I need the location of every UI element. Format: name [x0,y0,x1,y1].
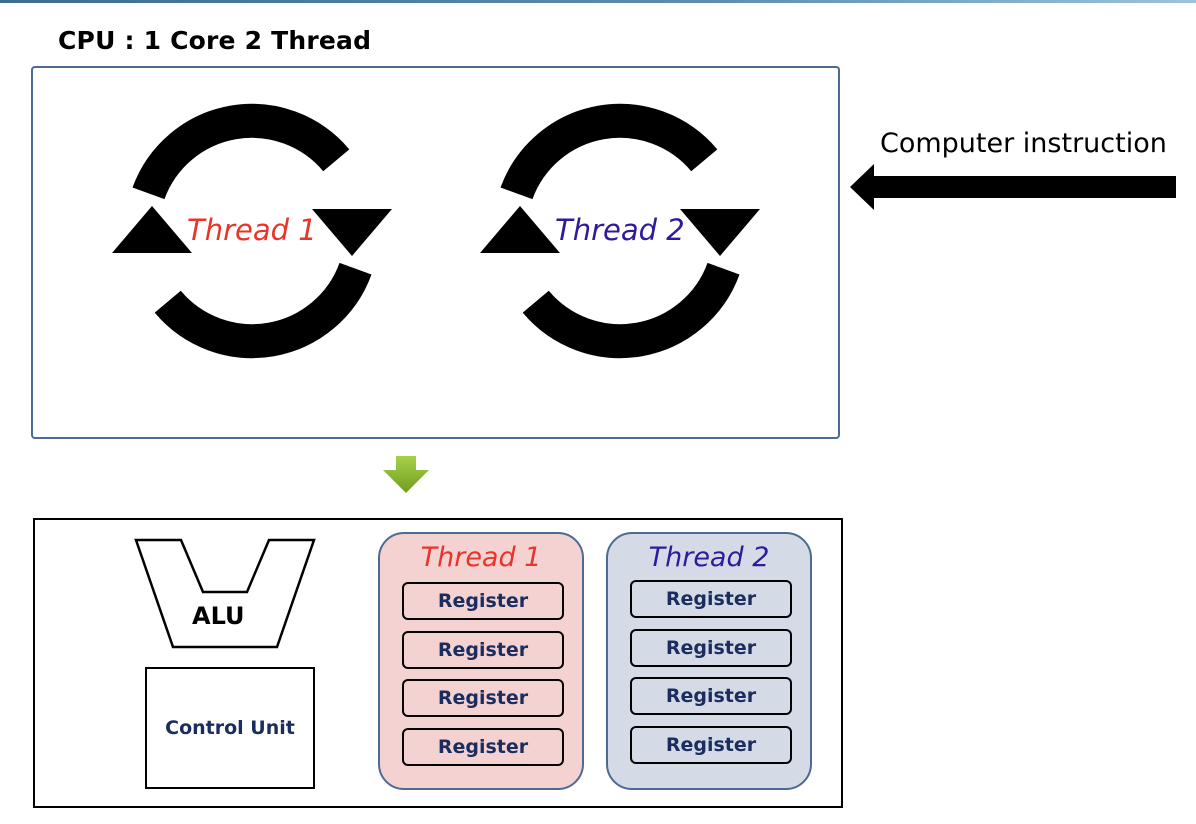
register-box: Register [402,679,564,717]
top-rule [0,0,1196,3]
register-box: Register [402,631,564,669]
instruction-label: Computer instruction [880,128,1167,159]
cycle-arrows-icon [112,103,392,359]
thread-2-label: Thread 2 [555,213,685,247]
diagram-title: CPU : 1 Core 2 Thread [58,26,372,55]
register-box: Register [402,582,564,620]
thread-1-register-panel: Thread 1 Register Register Register Regi… [378,532,584,790]
down-arrow-icon [383,456,429,493]
register-box: Register [630,580,792,618]
panel-title: Thread 1 [420,542,542,573]
core-box [33,518,843,808]
register-box: Register [630,629,792,667]
panel-title: Thread 2 [648,542,770,573]
control-unit: Control Unit [145,667,315,789]
alu-label: ALU [192,602,245,630]
thread-2-register-panel: Thread 2 Register Register Register Regi… [606,532,812,790]
thread-1-label: Thread 1 [187,213,317,247]
left-arrow-icon [850,164,1176,210]
register-box: Register [630,677,792,715]
control-unit-label: Control Unit [165,717,295,739]
register-box: Register [402,728,564,766]
register-box: Register [630,726,792,764]
cpu-box [31,66,840,439]
cycle-arrows-icon [480,103,760,359]
alu-shape [134,538,316,649]
